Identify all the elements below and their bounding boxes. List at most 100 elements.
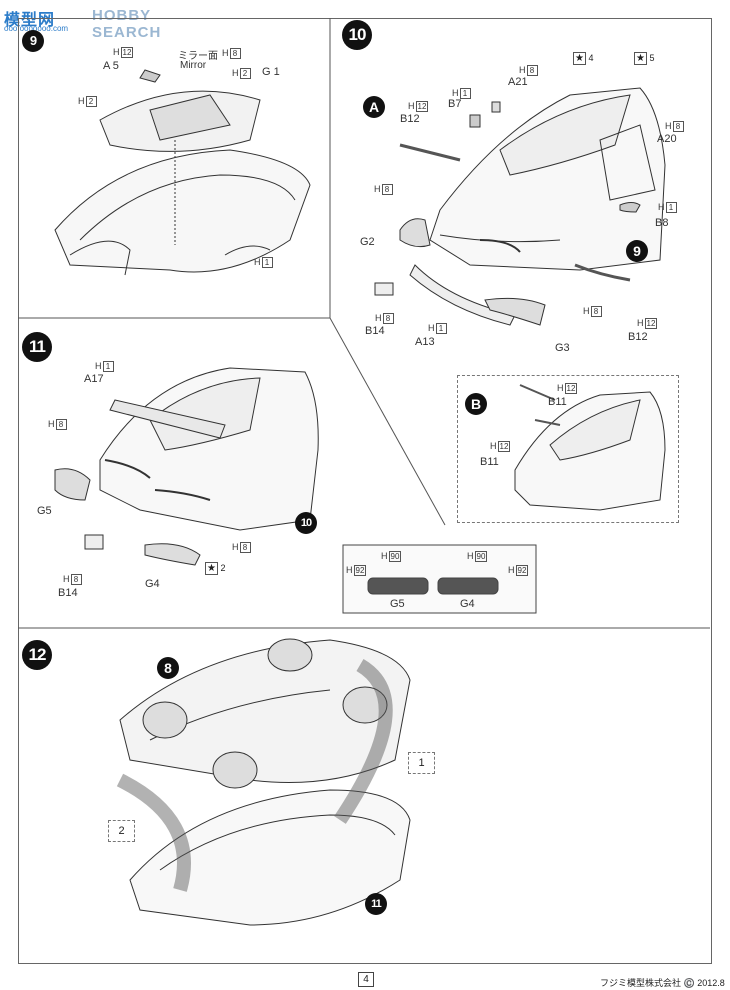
label-g2: G2: [360, 236, 375, 248]
h-box: 12: [415, 101, 429, 112]
h-box: 8: [672, 121, 684, 132]
step-11-number: 11: [29, 337, 46, 356]
h-box: 90: [474, 551, 488, 562]
star-2-num: 2: [220, 563, 226, 573]
watermark-url: ooo.ooooooo.com: [4, 24, 69, 33]
star-2: ★ 2: [205, 562, 226, 575]
label-g1: G 1: [262, 66, 280, 78]
chart-g5: G5: [390, 598, 405, 610]
h-box: 12: [120, 47, 134, 58]
step-11-badge: 11: [22, 332, 52, 362]
step11-drawing: [54, 367, 319, 566]
h-box: 92: [515, 565, 529, 576]
label-b11a: B11: [548, 396, 567, 408]
h-box: 8: [239, 542, 251, 553]
label-a17: A17: [84, 373, 104, 385]
h-box: 92: [353, 565, 367, 576]
sub-a-badge: A: [363, 96, 385, 118]
h-box: 8: [382, 313, 394, 324]
page-frame: [18, 18, 712, 964]
h-box: 12: [497, 441, 511, 452]
label-b14: B14: [58, 587, 78, 599]
watermark-logo: 模型网: [4, 12, 56, 29]
h-box: 1: [459, 88, 471, 99]
label-b11b: B11: [480, 456, 499, 468]
step-12-number: 12: [28, 645, 47, 664]
star-icon: ★: [573, 52, 586, 65]
label-g4: G4: [145, 578, 160, 590]
watermark-site: HOBBY SEARCH: [92, 7, 162, 41]
h-box: 1: [102, 361, 114, 372]
star-icon: ★: [634, 52, 647, 65]
label-g5: G5: [37, 505, 52, 517]
label-b8: B8: [655, 217, 669, 229]
ref-step-10: 10: [295, 512, 317, 534]
h-box: 90: [388, 551, 402, 562]
watermark: 模型网 HOBBY SEARCH ooo.ooooooo.com: [4, 2, 184, 41]
label-b7: B7: [448, 98, 462, 110]
label-a5: A 5: [103, 60, 119, 72]
page-number: 4: [358, 972, 374, 987]
h-box: 8: [70, 574, 82, 585]
step-9-number: 9: [29, 33, 37, 48]
label-mirror-en: Mirror: [180, 60, 207, 71]
h-box: 8: [55, 419, 67, 430]
star-5: ★ 5: [634, 52, 655, 65]
step-9-badge: 9: [22, 30, 44, 52]
ref-step-9: 9: [626, 240, 648, 262]
ref-step-8: 8: [157, 657, 179, 679]
sub-b-badge: B: [465, 393, 487, 415]
label-mirror-jp: ミラー面: [178, 51, 218, 62]
h-box: 2: [239, 68, 251, 79]
step10B-drawing: [514, 384, 666, 511]
ref-step-11: 11: [365, 893, 387, 915]
step-12-badge: 12: [22, 640, 52, 670]
label-b12b: B12: [628, 331, 648, 343]
label-a20: A20: [657, 133, 677, 145]
h-box: 8: [229, 48, 241, 59]
star-4: ★ 4: [573, 52, 594, 65]
h-box: 12: [644, 318, 658, 329]
label-a13: A13: [415, 336, 435, 348]
h-box: 1: [435, 323, 447, 334]
copyright: フジミ模型株式会社 ©️ 2012.8: [600, 978, 725, 988]
step-10-badge: 10: [342, 20, 372, 50]
h-box: 2: [85, 96, 97, 107]
step-10-number: 10: [348, 25, 367, 44]
order-2: 2: [108, 820, 135, 842]
h-box: 8: [381, 184, 393, 195]
star-5-num: 5: [649, 53, 655, 63]
step12-drawing: [116, 638, 411, 926]
star-4-num: 4: [588, 53, 594, 63]
label-b14: B14: [365, 325, 385, 337]
h-box: 8: [590, 306, 602, 317]
label-b12a: B12: [400, 113, 420, 125]
label-a21: A21: [508, 76, 528, 88]
inset-b-box: [457, 375, 679, 523]
step9-drawing: [54, 69, 311, 276]
label-g3: G3: [555, 342, 570, 354]
